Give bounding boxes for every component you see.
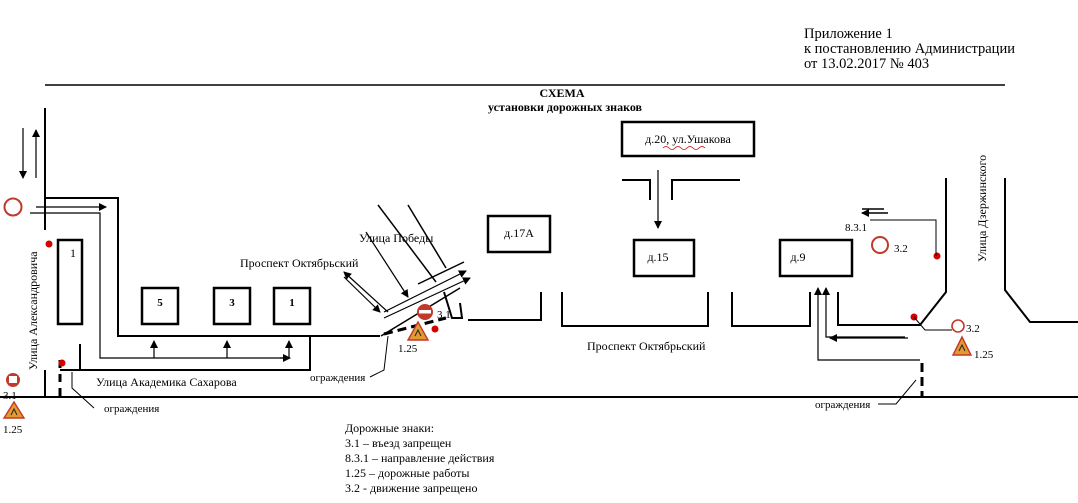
- sign-leader-lines: [870, 219, 952, 331]
- street-oktyabrsky-bottom: Проспект Октябрьский: [587, 339, 706, 353]
- sign-125-middle-icon: [406, 320, 430, 341]
- legend-item-831: 8.3.1 – направление действия: [345, 451, 495, 465]
- header-line-3: от 13.02.2017 № 403: [804, 56, 929, 72]
- sign-location-markers: [45, 240, 941, 367]
- right-route-arrows: [814, 287, 920, 361]
- sign-31-middle-icon: [417, 304, 433, 320]
- aleksandrovicha-street-lines: [44, 108, 380, 397]
- sign-32-circle-bottom-icon: [951, 319, 965, 333]
- building-1-right-label: 1: [289, 297, 295, 309]
- building-5: [140, 286, 180, 326]
- legend-item-125: 1.25 – дорожные работы: [345, 466, 470, 480]
- building-15: [632, 238, 696, 278]
- oktyabrsky-road-lines: [443, 178, 1078, 327]
- building-1-left-label: 1: [70, 246, 76, 260]
- building-3-label: 3: [229, 297, 235, 309]
- building-20-street: ул.Ушакова: [672, 132, 731, 146]
- sign-32-circle-top-icon: [871, 236, 889, 254]
- sign-32-bottom-label: 3.2: [966, 323, 980, 335]
- fence-label-middle: ограждения: [310, 372, 365, 384]
- fence-leader-left: [71, 372, 95, 409]
- street-aleksandrovicha: Улица Александровича: [26, 251, 40, 370]
- header-line-2: к постановлению Администрации: [804, 41, 1015, 57]
- sign-831-label: 8.3.1: [845, 222, 867, 234]
- scheme-title: СХЕМА: [539, 86, 584, 100]
- bypass-route-arrows: [30, 203, 293, 362]
- sign-125-right-label: 1.25: [974, 349, 994, 361]
- direction-arrows-top-left: [19, 128, 40, 179]
- sign-31-left-label: 3.1: [3, 390, 17, 402]
- street-sakharova: Улица Академика Сахарова: [96, 375, 237, 389]
- building-15-label: д.15: [647, 250, 668, 264]
- sign-125-left-label: 1.25: [3, 424, 23, 436]
- building-17a-label: д.17А: [504, 226, 534, 240]
- pobedy-direction-arrows: [343, 231, 471, 319]
- ushakova-driveway-lines: [622, 179, 740, 200]
- building-20-ushakova: [620, 120, 756, 158]
- sign-831-arrow: [861, 208, 888, 217]
- street-dzerzhinskogo: Улица Дзержинского: [975, 155, 989, 262]
- building-20-prefix: д.20,: [645, 132, 672, 146]
- fence-leader-right: [878, 379, 917, 405]
- scheme-subtitle: установки дорожных знаков: [488, 100, 643, 114]
- legend-item-31: 3.1 – въезд запрещен: [345, 436, 452, 450]
- street-oktyabrsky-top: Проспект Октябрьский: [240, 256, 359, 270]
- sign-125-left-icon: [2, 400, 26, 419]
- sign-32-circle-left-icon: [3, 197, 23, 217]
- sign-31-left-icon: [6, 373, 20, 387]
- building-3: [212, 286, 252, 326]
- building-17a: [486, 214, 552, 254]
- building-1-right: [272, 286, 312, 326]
- legend-item-32: 3.2 - движение запрещено: [345, 481, 477, 495]
- street-pobedy: Улица Победы: [359, 231, 433, 245]
- building-5-label: 5: [157, 297, 163, 309]
- spellcheck-underline: [662, 146, 706, 150]
- building-9-label: д.9: [790, 250, 805, 264]
- building-9: [778, 238, 854, 278]
- sign-32-top-label: 3.2: [894, 243, 908, 255]
- fence-leader-middle: [369, 335, 389, 378]
- sign-125-right-icon: [951, 335, 973, 356]
- fence-label-right: ограждения: [815, 399, 870, 411]
- header-line-1: Приложение 1: [804, 26, 893, 42]
- sign-125-middle-label: 1.25: [398, 343, 418, 355]
- fence-label-left: ограждения: [104, 403, 159, 415]
- sakharova-street-lines: [60, 336, 311, 371]
- sign-31-middle-label: 3.1: [437, 309, 451, 321]
- legend-title: Дорожные знаки:: [345, 421, 434, 435]
- building-1-left: [56, 238, 84, 326]
- building-20-label: д.20, ул.Ушакова: [645, 132, 731, 146]
